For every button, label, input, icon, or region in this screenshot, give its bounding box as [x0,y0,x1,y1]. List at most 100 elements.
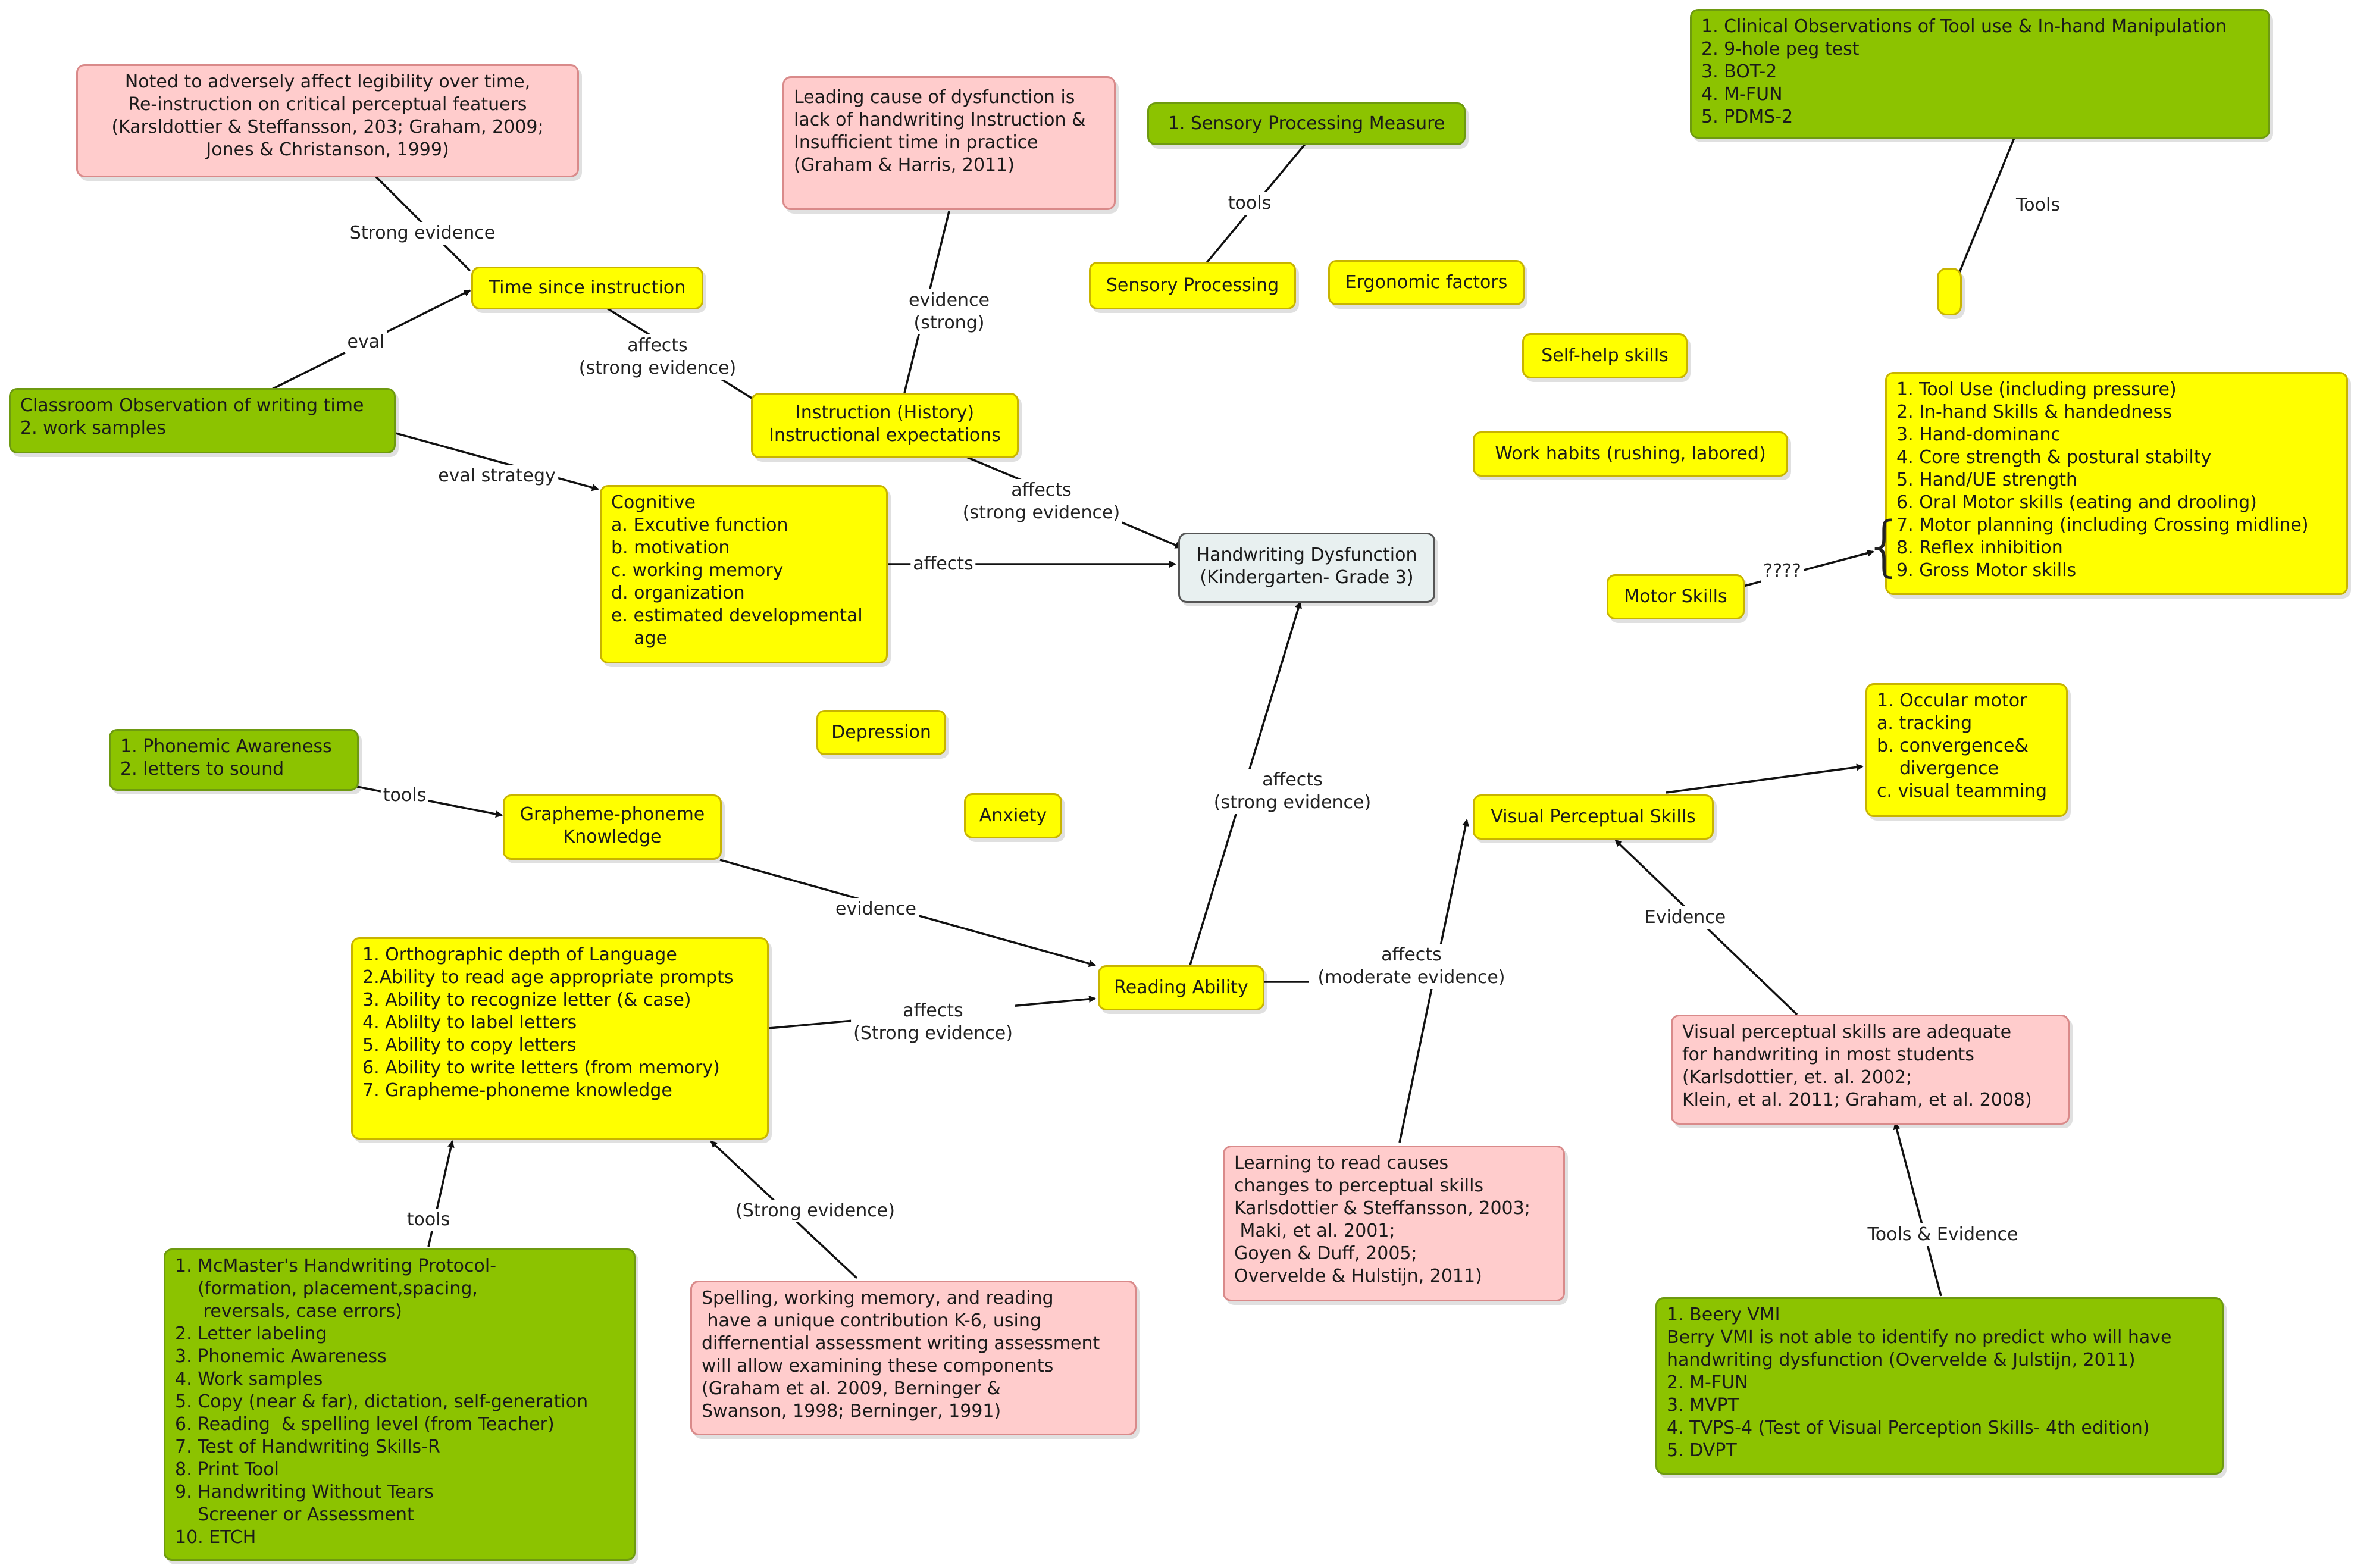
node-line: handwriting dysfunction (Overvelde & Jul… [1667,1350,2136,1370]
edge-label: affects (strong evidence) [960,479,1123,524]
node-line: 10. ETCH [175,1527,256,1548]
edge-label: evidence [832,898,919,921]
edge-label: tools [1225,192,1274,215]
node-line: 5. Hand/UE strength [1896,470,2078,490]
node-line: 1. Orthographic depth of Language [362,944,677,965]
node-line: Time since instruction [489,277,686,298]
node-line: changes to perceptual skills [1234,1175,1484,1196]
node-line: 1. Beery VMI [1667,1304,1780,1325]
node-line: a. tracking [1877,713,1973,734]
node-line: Classroom Observation of writing time [20,395,364,416]
node-line: 7. Motor planning (including Crossing mi… [1896,515,2309,536]
node-line: 3. Ability to recognize letter (& case) [362,990,691,1010]
node-line: Visual perceptual skills are adequate [1682,1022,2012,1043]
node-line: Grapheme-phoneme [519,804,705,825]
node-line: (Graham & Harris, 2011) [794,155,1015,176]
node-line: 1. Tool Use (including pressure) [1896,379,2177,400]
node-line: 1. Sensory Processing Measure [1167,113,1445,134]
node-line: 2. Letter labeling [175,1323,327,1344]
node-small-unlabeled [1937,268,1962,315]
edge-label: affects (strong evidence) [576,334,739,380]
node-line: 7. Test of Handwriting Skills-R [175,1436,440,1457]
node-ergonomic-factors: Ergonomic factors [1328,260,1525,305]
node-line: have a unique contribution K-6, using [702,1310,1041,1331]
node-line: b. convergence& [1877,736,2029,756]
edge-label: affects (Strong evidence) [851,1000,1015,1045]
edge-label: affects [910,553,976,575]
node-line: Learning to read causes [1234,1153,1449,1173]
node-line: 6. Reading & spelling level (from Teache… [175,1414,555,1435]
node-line: b. motivation [611,537,730,558]
node-line: 3. BOT-2 [1701,61,1777,82]
node-line: 9. Gross Motor skills [1896,560,2077,581]
node-line: reversals, case errors) [175,1301,402,1322]
edge-phonemic-grapheme [356,785,503,818]
node-line: Knowledge [563,827,662,847]
node-line: Motor Skills [1624,586,1727,607]
node-line: 8. Reflex inhibition [1896,537,2063,558]
node-line: Leading cause of dysfunction is [794,87,1075,108]
node-vp-adequate: Visual perceptual skills are adequate fo… [1671,1015,2070,1125]
node-line: Spelling, working memory, and reading [702,1288,1054,1309]
node-line: Reading Ability [1114,977,1248,998]
node-motor-skills: Motor Skills [1607,574,1745,619]
node-line: 5. Ability to copy letters [362,1035,577,1056]
node-line: Swanson, 1998; Berninger, 1991) [702,1401,1001,1422]
node-line: differnential assessment writing assessm… [702,1333,1100,1354]
node-line: c. visual teamming [1877,781,2047,802]
node-line: for handwriting in most students [1682,1044,1974,1065]
node-visual-perceptual: Visual Perceptual Skills [1473,794,1714,840]
node-line: e. estimated developmental [611,605,863,626]
node-spelling-memory: Spelling, working memory, and reading ha… [690,1281,1137,1435]
node-line: Depression [831,722,931,743]
node-line: 4. Ablilty to label letters [362,1012,577,1033]
node-line: will allow examining these components [702,1356,1054,1376]
node-line: Insufficient time in practice [794,132,1038,153]
node-line: 4. M-FUN [1701,84,1783,105]
node-line: 5. PDMS-2 [1701,107,1793,127]
node-learning-to-read: Learning to read causes changes to perce… [1223,1146,1565,1301]
node-line: Anxiety [979,805,1047,826]
edge-label: affects (strong evidence) [1211,769,1374,814]
node-line: 4. TVPS-4 (Test of Visual Perception Ski… [1667,1417,2150,1438]
node-line: 3. Phonemic Awareness [175,1346,387,1367]
node-line: Screener or Assessment [175,1504,414,1525]
node-line: Sensory Processing [1106,275,1279,296]
node-line: Instruction (History) [795,402,975,423]
node-line: 1. McMaster's Handwriting Protocol- [175,1256,497,1276]
edge-classroom-cognitive [395,432,599,492]
node-leading-cause: Leading cause of dysfunction is lack of … [782,76,1116,210]
node-line: Visual Perceptual Skills [1491,806,1696,827]
node-motor-skills-list: 1. Tool Use (including pressure) 2. In-h… [1885,372,2348,595]
node-line: Cognitive [611,492,696,513]
node-line: divergence [1877,758,1999,779]
node-line: Ergonomic factors [1345,272,1508,293]
node-line: 2. M-FUN [1667,1372,1748,1393]
node-line: age [611,628,668,649]
node-orthographic: 1. Orthographic depth of Language 2.Abil… [351,937,769,1140]
node-line: Goyen & Duff, 2005; [1234,1243,1417,1264]
edge-label: Tools [2014,194,2062,217]
node-line: 2. work samples [20,418,166,439]
node-time-since-instruction: Time since instruction [471,267,703,309]
node-line: 6. Oral Motor skills (eating and droolin… [1896,492,2257,513]
node-mcmaster-tools: 1. McMaster's Handwriting Protocol- (for… [164,1248,636,1561]
edge-label: affects (moderate evidence) [1315,944,1508,989]
node-line: 7. Grapheme-phoneme knowledge [362,1080,672,1101]
node-anxiety: Anxiety [964,793,1062,838]
node-line: 5. Copy (near & far), dictation, self-ge… [175,1391,588,1412]
node-line: Re-instruction on critical perceptual fe… [128,94,527,115]
node-ocular-motor: 1. Occular motor a. tracking b. converge… [1865,683,2068,817]
node-line: Karlsdottier & Steffansson, 2003; [1234,1198,1530,1219]
edge-beery-adequate [1893,1122,1942,1297]
edge-label: (Strong evidence) [733,1200,897,1222]
edge-label: eval [345,331,387,353]
node-line: Overvelde & Hulstijn, 2011) [1234,1266,1482,1287]
node-line: a. Excutive function [611,515,788,536]
node-beery-vmi: 1. Beery VMI Berry VMI is not able to id… [1655,1297,2224,1475]
node-line: 4. Work samples [175,1369,323,1389]
node-instruction-history: Instruction (History) Instructional expe… [751,393,1019,458]
node-line: Noted to adversely affect legibility ove… [124,71,531,92]
node-work-habits: Work habits (rushing, labored) [1473,431,1788,477]
node-line: 2. letters to sound [120,759,284,780]
